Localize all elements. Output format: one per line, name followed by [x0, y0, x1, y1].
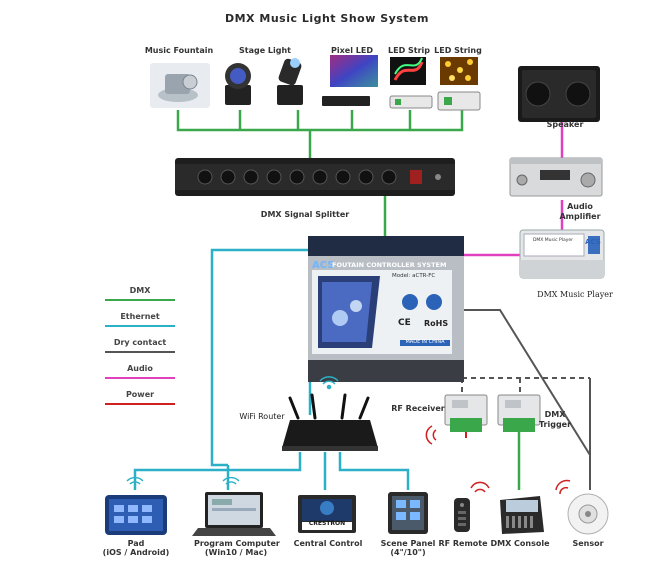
label-pad-line2: (iOS / Android) — [102, 548, 170, 557]
label-scene-panel-line1: Scene Panel — [380, 539, 436, 548]
rf-receiver-image — [444, 394, 488, 432]
label-central-control: Central Control — [293, 539, 363, 548]
controller-ce: CE — [398, 318, 411, 328]
label-dmx-trigger-line2: Trigger — [538, 420, 572, 429]
dmx-console-image — [500, 496, 544, 534]
controller-model: Model: aCTR-FC — [392, 273, 436, 279]
wifi-icon — [319, 376, 339, 390]
label-pixel-led: Pixel LED — [331, 46, 373, 55]
label-program-computer-line1: Program Computer — [194, 539, 280, 548]
label-audio-amplifier-line1: Audio — [567, 202, 593, 211]
led-string-image — [437, 57, 481, 111]
dmx-splitter-image — [175, 158, 455, 196]
label-dmx-console: DMX Console — [490, 539, 550, 548]
legend-label-power: Power — [125, 390, 155, 399]
fountain-controller-image — [308, 236, 464, 382]
label-sensor: Sensor — [572, 539, 604, 548]
rf-signal-icon — [425, 425, 437, 445]
dmx-trigger-image — [497, 394, 541, 432]
audio-amplifier-image — [509, 157, 603, 197]
controller-rohs: RoHS — [424, 319, 449, 328]
label-dmx-splitter: DMX Signal Splitter — [260, 210, 350, 219]
player-screen-label: DMX Music Player — [532, 238, 574, 243]
player-brand: ACS — [585, 238, 601, 246]
label-pad-line1: Pad — [127, 539, 145, 548]
controller-made-in: MADE IN CHINA — [400, 339, 450, 346]
led-strip-image — [389, 57, 433, 109]
crestron-logo-text: CRESTRON — [308, 520, 346, 527]
music-fountain-image — [150, 63, 210, 108]
label-dmx-music-player: DMX Music Player — [537, 290, 613, 299]
legend-lines — [105, 299, 175, 405]
label-speaker: Speaker — [546, 120, 584, 129]
label-rf-receiver: RF Receiver — [391, 404, 445, 413]
dmx-music-player-image — [519, 229, 605, 279]
speaker-image — [518, 66, 600, 122]
label-led-strip: LED Strip — [388, 46, 430, 55]
scene-panel-image — [388, 492, 428, 534]
rf-remote-signal-icon — [470, 481, 490, 493]
diagram-title: DMX Music Light Show System — [224, 12, 430, 25]
pad-wifi-icon — [126, 476, 144, 485]
label-scene-panel-line2: (4"/10") — [390, 548, 426, 557]
label-led-string: LED String — [434, 46, 482, 55]
label-stage-light: Stage Light — [238, 46, 291, 55]
wifi-router-image — [282, 393, 378, 451]
sensor-image — [567, 493, 609, 535]
label-music-fountain: Music Fountain — [144, 46, 214, 55]
label-dmx-trigger-line1: DMX — [544, 410, 566, 419]
computer-wifi-icon — [222, 476, 240, 485]
stage-light-image — [225, 58, 303, 105]
rf-remote-image — [454, 498, 470, 532]
label-audio-amplifier-line2: Amplifier — [559, 212, 601, 221]
pixel-led-image — [322, 55, 378, 106]
ethernet-lines — [133, 248, 410, 490]
audio-lines — [462, 122, 564, 257]
dmx-lines — [176, 110, 521, 490]
label-wifi-router: WiFi Router — [239, 412, 285, 421]
legend-label-dmx: DMX — [129, 286, 151, 295]
label-program-computer-line2: (Win10 / Mac) — [204, 548, 268, 557]
sensor-signal-icon — [555, 479, 571, 495]
controller-name: FOUTAIN CONTROLLER SYSTEM — [332, 261, 447, 269]
program-computer-image — [192, 492, 276, 536]
legend-label-dry-contact: Dry contact — [113, 338, 167, 347]
controller-brand: ACS — [312, 260, 335, 271]
pad-image — [105, 495, 167, 535]
label-rf-remote: RF Remote — [438, 539, 488, 548]
legend-label-ethernet: Ethernet — [120, 312, 160, 321]
central-control-image — [298, 495, 356, 533]
legend-label-audio: Audio — [127, 364, 153, 373]
